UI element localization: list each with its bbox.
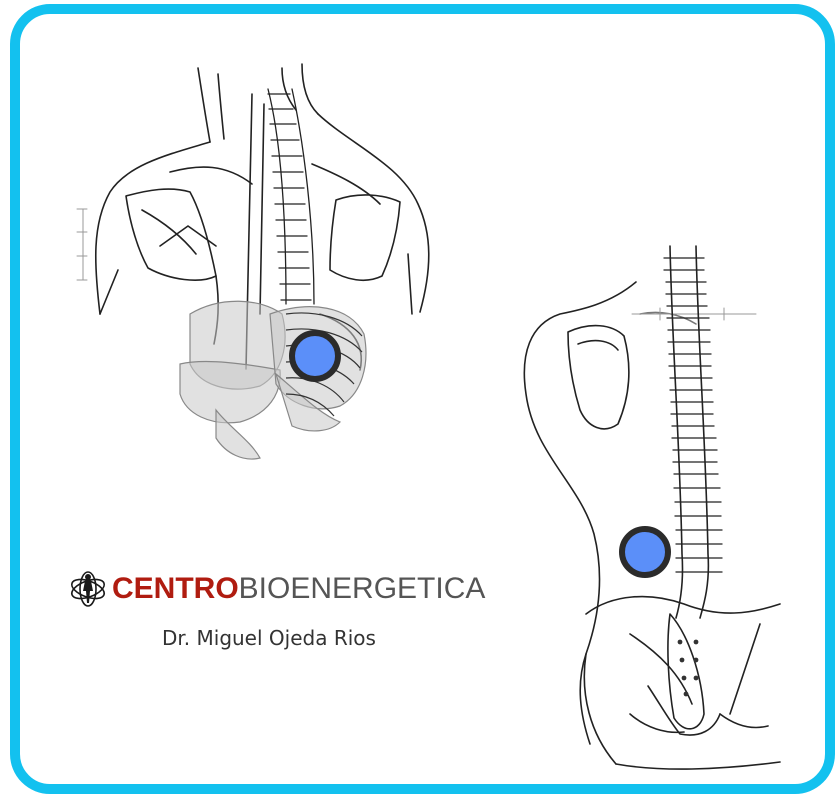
spine-side-illustration (524, 246, 780, 769)
back-marker-dot (292, 333, 338, 379)
figure-emblem-icon (68, 569, 108, 609)
brand-name-light: BIOENERGETICA (239, 572, 486, 606)
doctor-name: Dr. Miguel Ojeda Rios (162, 626, 376, 650)
side-marker-dot (622, 529, 668, 575)
organs-illustration (180, 301, 366, 459)
brand-name-bold: CENTRO (112, 572, 239, 606)
anatomy-illustration (20, 14, 825, 784)
